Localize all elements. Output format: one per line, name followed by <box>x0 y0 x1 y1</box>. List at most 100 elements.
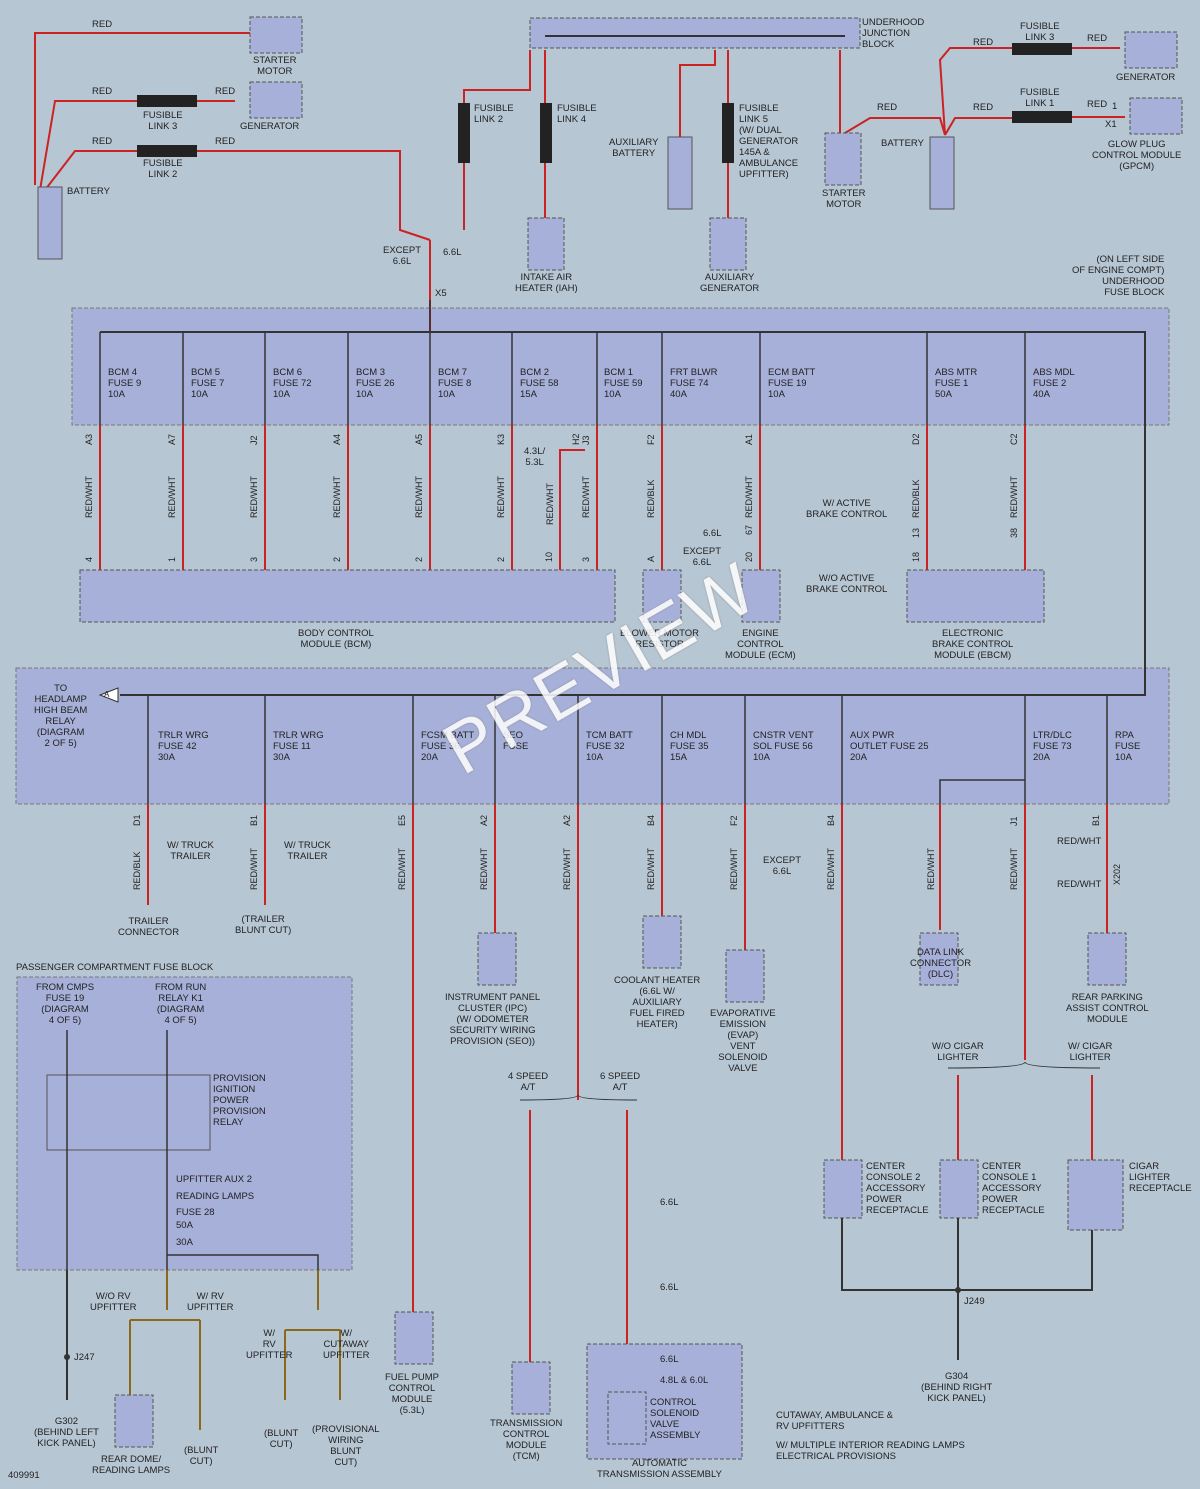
auxiliary-battery-label: AUXILIARY BATTERY <box>609 137 659 159</box>
module-pin-label: 4 <box>84 556 94 562</box>
engine-variant-label: 6.6L <box>660 1354 679 1365</box>
note-2: W/ MULTIPLE INTERIOR READING LAMPS ELECT… <box>776 1440 965 1462</box>
cigar-variant-label: W/ CIGAR LIGHTER <box>1068 1041 1113 1063</box>
ebcm-variant-label: W/ ACTIVE BRAKE CONTROL <box>806 498 888 520</box>
fuse-label: ABS MDL FUSE 2 40A <box>1033 367 1075 400</box>
wire-color-label: RED/WHT <box>926 848 936 890</box>
module-pin-label: 10 <box>544 551 554 562</box>
ebcm-label: ELECTRONIC BRAKE CONTROL MODULE (EBCM) <box>932 628 1014 661</box>
wire-color-label: RED/WHT <box>496 476 506 518</box>
passenger-fuse-block-label: PASSENGER COMPARTMENT FUSE BLOCK <box>16 962 214 973</box>
cigar-variant-label: W/O CIGAR LIGHTER <box>932 1041 984 1063</box>
document-id: 409991 <box>8 1470 40 1481</box>
wire-color-label: RED/WHT <box>414 476 424 518</box>
glow-plug-module-label: GLOW PLUG CONTROL MODULE (GPCM) <box>1092 139 1182 172</box>
module-pin-label: 2 <box>332 556 342 562</box>
fuse-label: FCSM BATT FUSE 36 20A <box>421 730 475 763</box>
wire-color-label: RED/WHT <box>84 476 94 518</box>
coolant-heater-label: COOLANT HEATER (6.6L W/ AUXILIARY FUEL F… <box>614 975 701 1030</box>
pin-label: F2 <box>729 815 739 826</box>
module-pin-label: 1 <box>167 556 177 562</box>
cutaway-upfitter-label: W/ CUTAWAY UPFITTER <box>323 1328 370 1361</box>
fuse-label: BCM 7 FUSE 8 10A <box>438 367 472 400</box>
underhood-junction-label: UNDERHOOD JUNCTION BLOCK <box>862 17 925 50</box>
engine-variant-label: 4.8L & 6.0L <box>660 1375 709 1386</box>
pin-label: C2 <box>1009 433 1019 445</box>
blunt-cut-label: (BLUNT CUT) <box>264 1428 299 1450</box>
rear-dome-lamps-label: REAR DOME/ READING LAMPS <box>92 1454 171 1476</box>
engine-variant-label: 4.3L/ 5.3L <box>524 446 546 468</box>
wire-color-label: RED/WHT <box>646 848 656 890</box>
fuse-label: BCM 1 FUSE 59 10A <box>604 367 643 400</box>
module-pin-label: 2 <box>414 556 424 562</box>
pin-label: A4 <box>332 433 342 445</box>
pin-label: B4 <box>646 814 656 826</box>
wire-color-label: RED/WHT <box>1009 848 1019 890</box>
feed-pin-label: X5 <box>435 288 447 299</box>
fuse-label: 30A <box>176 1237 193 1248</box>
generator-label: GENERATOR <box>240 121 300 132</box>
wire-color-label: RED/WHT <box>249 476 259 518</box>
center-console-2-label: CENTER CONSOLE 2 ACCESSORY POWER RECEPTA… <box>866 1161 929 1216</box>
pin-label: J3 <box>581 435 591 445</box>
transmission-variant-label: 4 SPEED A/T <box>508 1071 549 1093</box>
wire-color-label: RED/BLK <box>132 851 142 890</box>
pin-label: D2 <box>911 433 921 445</box>
connector-label: X202 <box>1112 863 1122 885</box>
module-pin-label: 67 <box>744 524 754 535</box>
pin-label: D1 <box>132 814 142 826</box>
wire-color-label: RED/BLK <box>911 479 921 518</box>
wire-label-red: RED <box>215 86 236 97</box>
wire-color-label: RED/WHT <box>479 848 489 890</box>
fuse-label: TRLR WRG FUSE 11 30A <box>273 730 324 763</box>
except-66-label: EXCEPT 6.6L <box>383 245 422 267</box>
wire-color-label: RED/BLK <box>646 479 656 518</box>
pin-label: K3 <box>496 433 506 445</box>
wire-color-label: RED/WHT <box>729 848 739 890</box>
fusible-link-1-label: FUSIBLE LINK 1 <box>1020 87 1060 109</box>
ipc-label: INSTRUMENT PANEL CLUSTER (IPC) (W/ ODOME… <box>445 992 541 1047</box>
wire-color-label: RED/WHT <box>826 848 836 890</box>
fusible-link-2-label: FUSIBLE LINK 2 <box>143 158 183 180</box>
pin-label: A2 <box>479 814 489 826</box>
pin-label: A3 <box>84 433 94 445</box>
module-pin-label: 2 <box>496 556 506 562</box>
fuse-label: ECM BATT FUSE 19 10A <box>768 367 816 400</box>
fuse-label: ABS MTR FUSE 1 50A <box>935 367 978 400</box>
pin-label: B4 <box>826 814 836 826</box>
wire-label-red: RED <box>877 102 898 113</box>
fuse-label: BCM 6 FUSE 72 10A <box>273 367 312 400</box>
wire-color-label: RED/WHT <box>581 476 591 518</box>
transmission-variant-label: 6 SPEED A/T <box>600 1071 641 1093</box>
cmps-fuse-label: FROM CMPS FUSE 19 (DIAGRAM 4 OF 5) <box>36 982 95 1026</box>
tcm-label: TRANSMISSION CONTROL MODULE (TCM) <box>490 1418 563 1462</box>
dlc-label: DATA LINK CONNECTOR (DLC) <box>910 947 972 980</box>
rv-upfitter-label: W/ RV UPFITTER <box>246 1328 293 1361</box>
fuse-label: BCM 3 FUSE 26 10A <box>356 367 395 400</box>
engine-variant-label: 6.6L <box>660 1282 679 1293</box>
headlamp-relay-label: TO HEADLAMP HIGH BEAM RELAY (DIAGRAM 2 O… <box>34 683 88 749</box>
pin-label: 1 <box>1112 101 1118 112</box>
fuse-label: BCM 5 FUSE 7 10A <box>191 367 225 400</box>
wire-color-label: RED/WHT <box>249 848 259 890</box>
fuse-label: TCM BATT FUSE 32 10A <box>586 730 633 763</box>
fuse-label: FUSE 28 <box>176 1207 215 1218</box>
fuse-label: CH MDL FUSE 35 15A <box>670 730 709 763</box>
pin-label: E5 <box>397 814 407 826</box>
pin-label: A5 <box>414 433 424 445</box>
ground-g304-label: G304 (BEHIND RIGHT KICK PANEL) <box>921 1371 993 1404</box>
fuse-label: CNSTR VENT SOL FUSE 56 10A <box>753 730 814 763</box>
note-1: CUTAWAY, AMBULANCE & RV UPFITTERS <box>776 1410 894 1432</box>
fuse-label: SEO FUSE <box>503 730 529 752</box>
battery-label: BATTERY <box>67 186 110 197</box>
generator-label: GENERATOR <box>1116 72 1176 83</box>
wire-label-red: RED <box>1087 33 1108 44</box>
only-66-label: 6.6L <box>443 247 462 258</box>
wire-color-label: RED/WHT <box>744 476 754 518</box>
fusible-link-4-label: FUSIBLE LINK 4 <box>557 103 597 125</box>
engine-variant-label: 6.6L <box>660 1197 679 1208</box>
fuse-label: TRLR WRG FUSE 42 30A <box>158 730 209 763</box>
except-66-label: EXCEPT 6.6L <box>763 855 802 877</box>
fuse-label: BCM 2 FUSE 58 15A <box>520 367 559 400</box>
pin-label: B1 <box>1091 814 1101 826</box>
